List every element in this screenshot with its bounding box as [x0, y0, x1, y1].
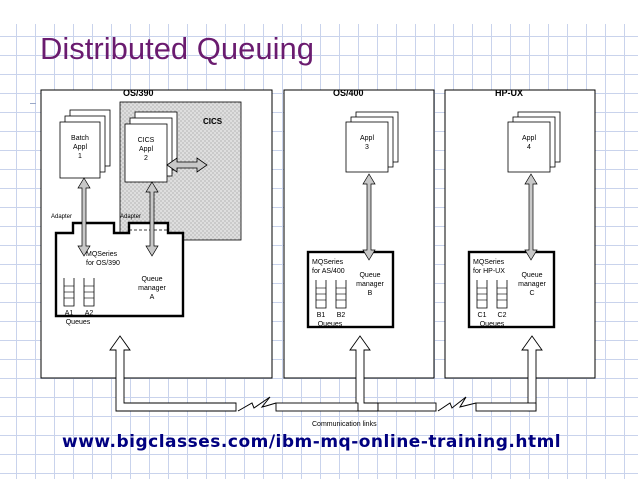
link-hpux — [521, 335, 543, 412]
queue-stack-b2 — [335, 280, 347, 309]
communication-links: Communication links — [109, 335, 543, 428]
mqseries-label: MQSeries — [312, 259, 344, 266]
mqseries-label: for OS/390 — [86, 260, 120, 267]
queues-label: Queues — [480, 321, 505, 328]
app-label-line: Appl — [522, 135, 536, 142]
lightning-icon — [437, 396, 477, 412]
app-label-line: 1 — [78, 153, 82, 160]
app-label-line: Batch — [71, 135, 89, 142]
mqseries-label: MQSeries — [86, 251, 118, 258]
queue-stack-c2 — [496, 280, 508, 309]
queue-stack-c1 — [476, 280, 488, 309]
application-appl-3: Appl 3 — [345, 111, 399, 173]
cics-region-label: CICS — [203, 117, 223, 126]
queue-manager-label: manager — [356, 281, 384, 288]
queue-manager-label: manager — [138, 285, 166, 292]
queue-manager-label: manager — [518, 281, 546, 288]
queue-manager-label: Queue — [521, 272, 542, 279]
system-hpux: HP-UX Appl 4 MQSeries for HP-UX Queue ma… — [444, 88, 596, 379]
queue-manager-label: Queue — [359, 272, 380, 279]
ruler-tick — [30, 103, 36, 104]
system-os400: OS/400 Appl 3 MQSeries for AS/400 Queue … — [283, 88, 435, 379]
link-segment — [377, 402, 437, 412]
queue-label: A2 — [85, 310, 94, 317]
queue-label: C1 — [478, 312, 487, 319]
app1-mq-arrow — [77, 177, 91, 257]
cics-double-arrow — [166, 157, 208, 173]
app-label-line: Appl — [73, 144, 87, 151]
queue-manager-label: Queue — [141, 276, 162, 283]
app-label-line: CICS — [138, 137, 155, 144]
system-os390: OS/390 CICS Batch Appl 1 CICS Appl 2 Ada… — [40, 88, 273, 379]
queue-manager-label: A — [150, 294, 155, 301]
queue-stack-a1 — [63, 278, 75, 307]
lightning-icon — [237, 396, 277, 412]
adapter-label: Adapter — [120, 214, 141, 220]
app4-mq-arrow — [524, 173, 538, 261]
queues-label: Queues — [318, 321, 343, 328]
queue-label: C2 — [498, 312, 507, 319]
slide-top-margin — [0, 0, 638, 24]
queue-label: B1 — [317, 312, 326, 319]
queue-manager-label: C — [529, 290, 534, 297]
app-label-line: Appl — [139, 146, 153, 153]
adapter-label: Adapter — [51, 214, 72, 220]
queue-manager-box-os390 — [54, 221, 185, 318]
queue-stack-a2 — [83, 278, 95, 307]
application-appl-4: Appl 4 — [507, 111, 561, 173]
mqseries-label: for AS/400 — [312, 268, 345, 275]
link-os390 — [109, 335, 237, 412]
queue-stack-b1 — [315, 280, 327, 309]
mqseries-label: for HP-UX — [473, 268, 505, 275]
system-name-os390: OS/390 — [123, 88, 154, 98]
app-label-line: 4 — [527, 144, 531, 151]
app-label-line: 3 — [365, 144, 369, 151]
slide-title: Distributed Queuing — [40, 31, 314, 66]
system-name-os400: OS/400 — [333, 88, 364, 98]
queue-label: B2 — [337, 312, 346, 319]
queues-label: Queues — [66, 319, 91, 326]
communication-links-label: Communication links — [312, 421, 377, 428]
app3-mq-arrow — [362, 173, 376, 261]
link-segment — [475, 402, 537, 412]
application-batch-appl-1: Batch Appl 1 — [59, 109, 111, 179]
website-url[interactable]: www.bigclasses.com/ibm-mq-online-trainin… — [62, 432, 562, 452]
app2-mq-arrow — [145, 181, 159, 257]
link-segment — [275, 402, 359, 412]
queue-manager-label: B — [368, 290, 373, 297]
system-name-hpux: HP-UX — [495, 88, 523, 98]
app-label-line: Appl — [360, 135, 374, 142]
application-cics-appl-2: CICS Appl 2 — [124, 111, 178, 183]
queue-manager-box-hpux — [467, 250, 556, 329]
distributed-queuing-diagram: OS/390 CICS Batch Appl 1 CICS Appl 2 Ada… — [40, 88, 596, 428]
app-label-line: 2 — [144, 155, 148, 162]
queue-manager-box-os400 — [306, 250, 395, 329]
mqseries-label: MQSeries — [473, 259, 505, 266]
queue-label: A1 — [65, 310, 74, 317]
